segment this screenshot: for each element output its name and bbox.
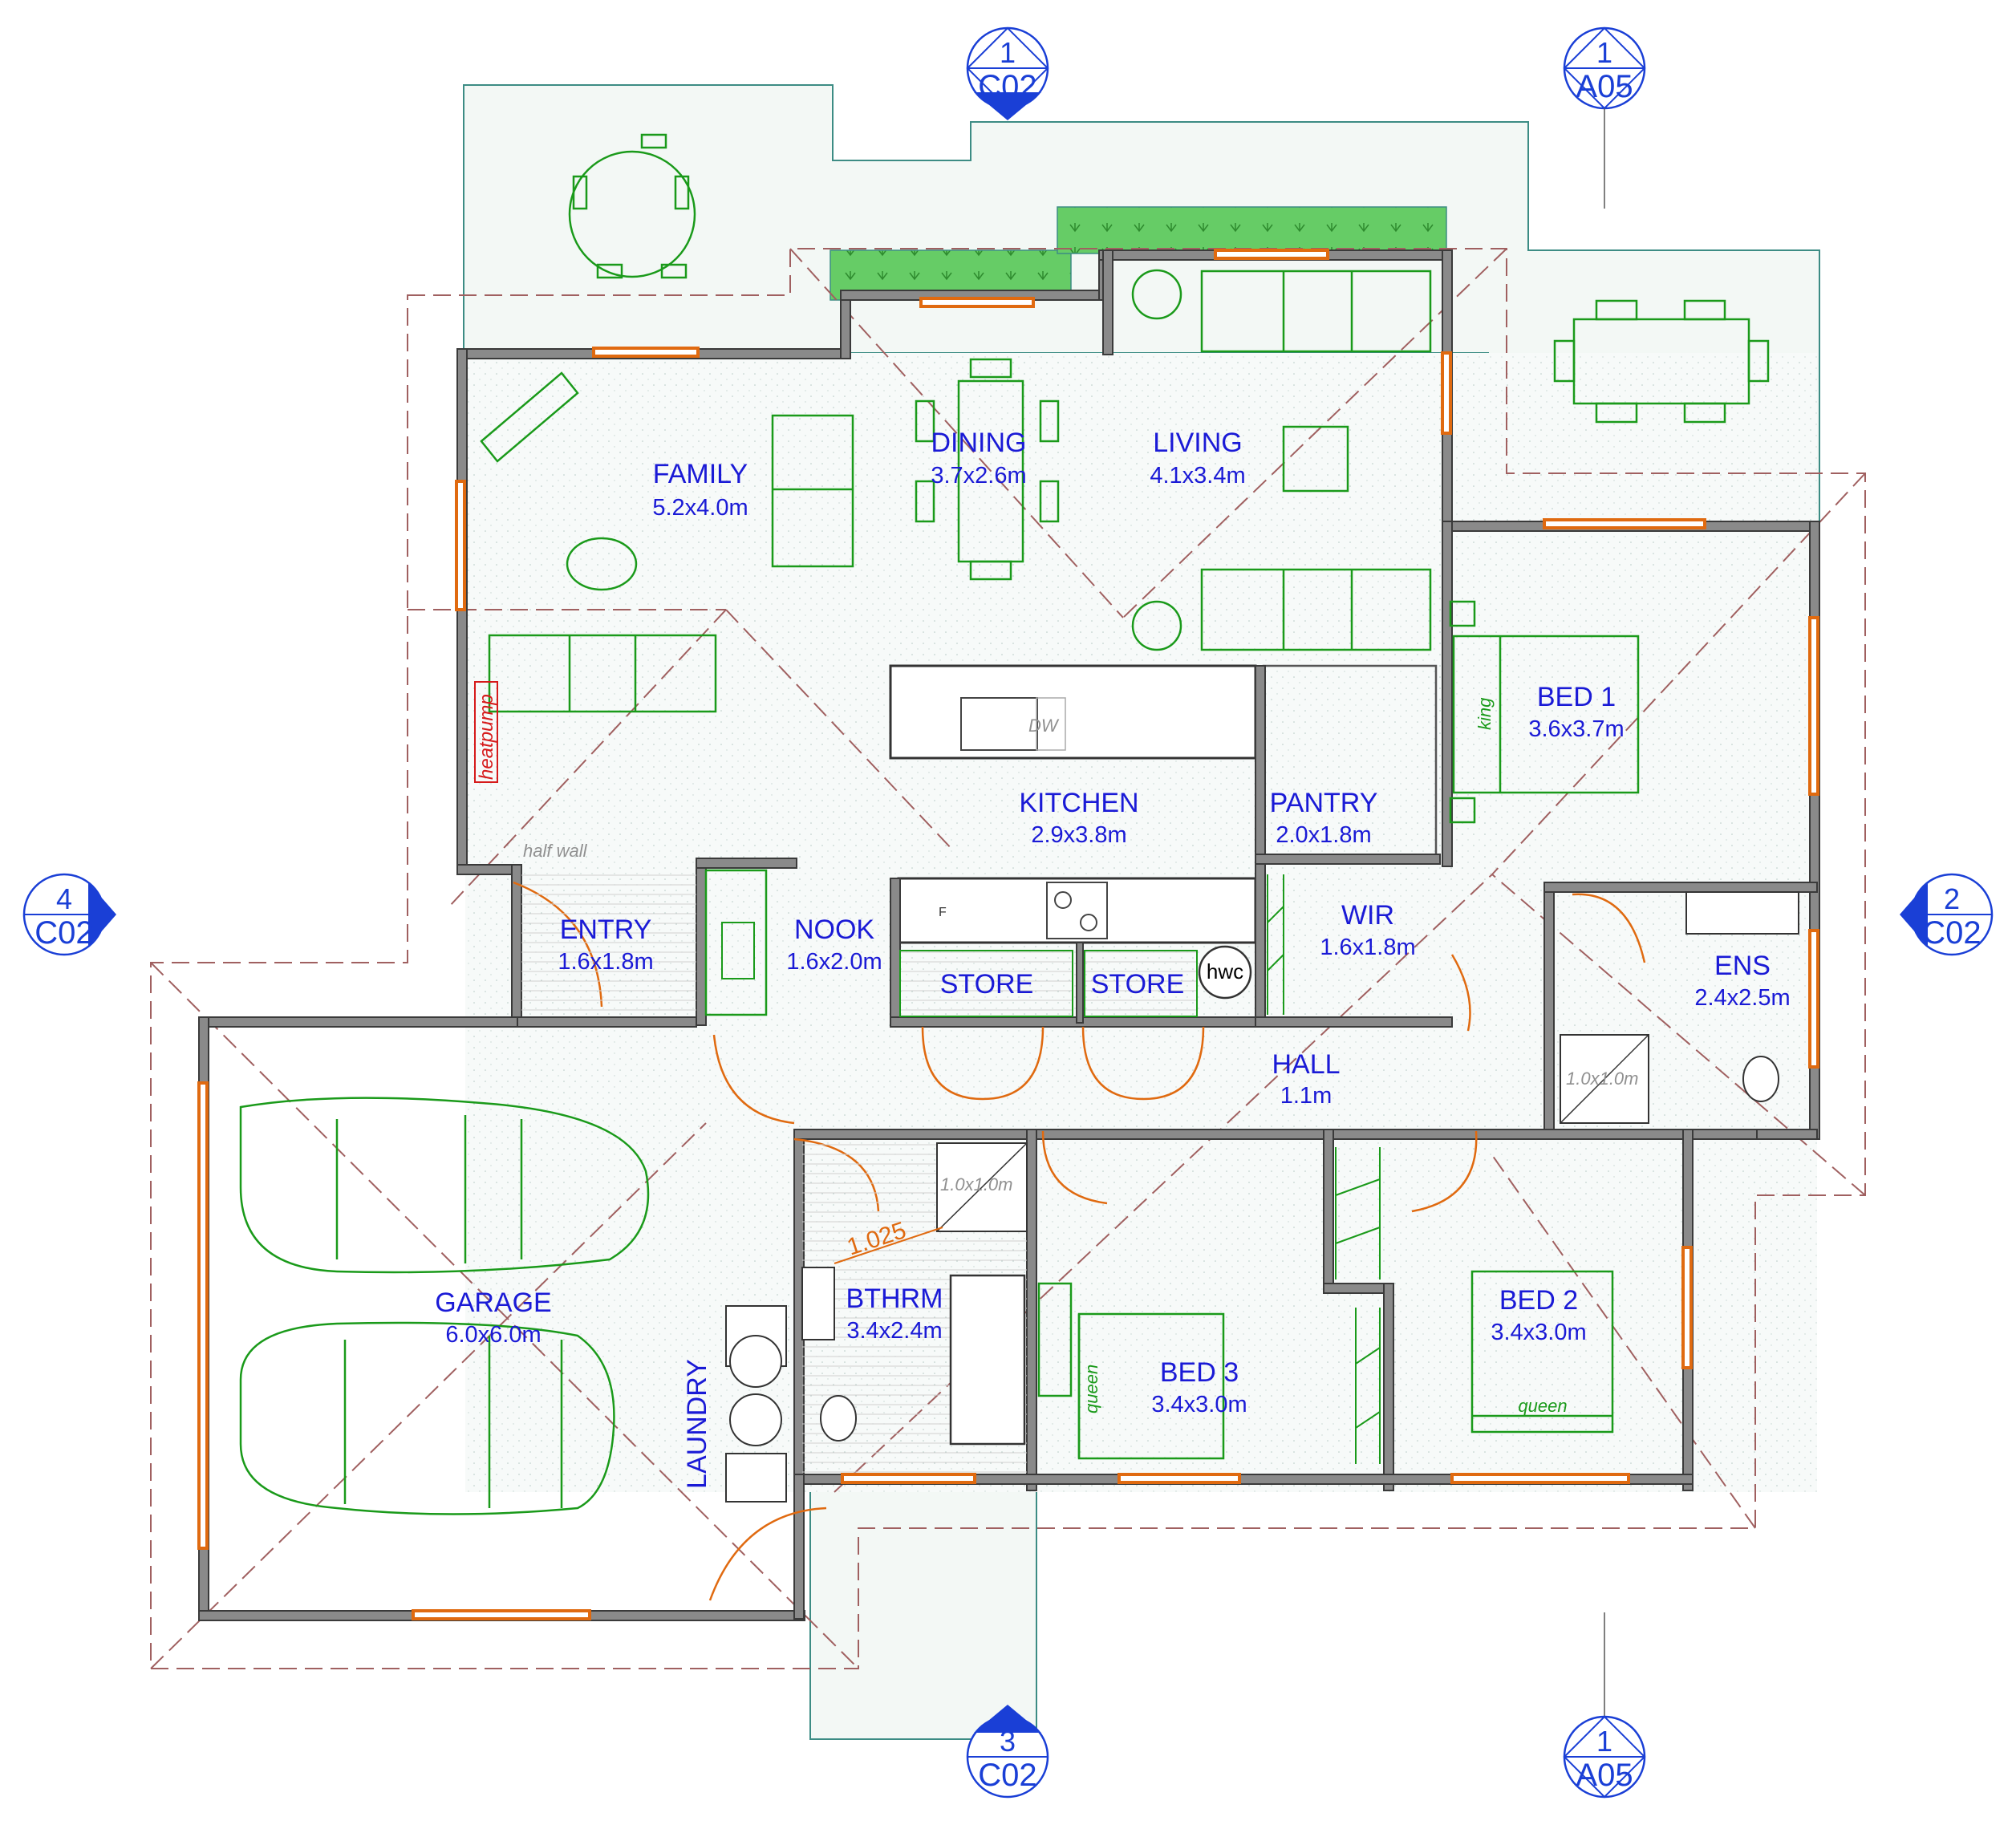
room-name-bed2: BED 2 [1499, 1285, 1578, 1316]
bed3-type: queen [1081, 1365, 1101, 1413]
room-name-bed3: BED 3 [1160, 1357, 1239, 1388]
room-name-pantry: PANTRY [1270, 788, 1378, 818]
shower-bthrm-label: 1.0x1.0m [940, 1174, 1013, 1194]
marker-num: 4 [56, 882, 72, 915]
shower-ens-label: 1.0x1.0m [1566, 1069, 1639, 1089]
room-name-bed1: BED 1 [1537, 682, 1616, 712]
marker-ref: C02 [34, 915, 93, 951]
section-marker-top-c02: 1 C02 [966, 26, 1049, 120]
room-name-garage: GARAGE [435, 1288, 551, 1318]
room-dim-entry: 1.6x1.8m [558, 949, 653, 975]
bed2-type: queen [1518, 1396, 1567, 1416]
marker-ref: A05 [1576, 1758, 1633, 1793]
outdoor-furniture [568, 133, 1770, 424]
room-name-ens: ENS [1714, 951, 1771, 981]
section-marker-top-a05: 1 A05 [1563, 26, 1646, 209]
room-name-laundry: LAUNDRY [682, 1359, 712, 1489]
marker-num: 2 [1944, 882, 1960, 915]
room-name-bthrm: BTHRM [846, 1284, 943, 1314]
room-dim-wir: 1.6x1.8m [1320, 935, 1415, 960]
marker-ref: C02 [978, 1758, 1036, 1793]
room-name-nook: NOOK [794, 914, 874, 945]
half-wall-note: half wall [523, 841, 588, 861]
room-name-wir: WIR [1341, 900, 1394, 931]
marker-num: 1 [1596, 36, 1612, 69]
room-labels: FAMILY 5.2x4.0m DINING 3.7x2.6m LIVING 4… [435, 428, 1790, 1489]
room-name-dining: DINING [931, 428, 1027, 458]
section-marker-right-c02: 2 C02 [1900, 873, 1994, 956]
bed1-type: king [1474, 697, 1495, 730]
car-top [239, 1097, 650, 1274]
car-bottom [239, 1321, 615, 1515]
nook-desk [704, 869, 768, 1016]
section-marker-bottom-a05: 1 A05 [1563, 1612, 1646, 1799]
marker-ref: A05 [1576, 69, 1633, 104]
room-dim-pantry: 2.0x1.8m [1276, 822, 1371, 848]
section-marker-bottom-c02: 3 C02 [966, 1705, 1049, 1799]
room-dim-family: 5.2x4.0m [652, 495, 748, 521]
windows [197, 249, 1819, 1620]
hwc-label: hwc [1207, 959, 1243, 983]
room-name-store-2: STORE [1091, 969, 1185, 1000]
marker-ref: C02 [978, 69, 1036, 104]
room-name-family: FAMILY [653, 459, 748, 489]
heatpump-label: heatpump [476, 694, 497, 780]
fridge-label: F [939, 906, 947, 919]
room-dim-bed3: 3.4x3.0m [1151, 1392, 1247, 1417]
room-dim-bed1: 3.6x3.7m [1528, 716, 1624, 742]
room-dim-bed2: 3.4x3.0m [1491, 1320, 1586, 1345]
room-name-store-1: STORE [940, 969, 1034, 1000]
marker-num: 1 [1596, 1725, 1612, 1758]
room-name-hall: HALL [1272, 1049, 1340, 1080]
room-dim-living: 4.1x3.4m [1150, 463, 1245, 489]
room-dim-nook: 1.6x2.0m [786, 949, 882, 975]
room-dim-bthrm: 3.4x2.4m [846, 1318, 942, 1344]
room-dim-ens: 2.4x2.5m [1694, 985, 1790, 1011]
marker-num: 3 [1000, 1725, 1016, 1758]
dishwasher-label: DW [1028, 716, 1060, 736]
room-dim-hall: 1.1m [1280, 1083, 1332, 1109]
room-name-kitchen: KITCHEN [1019, 788, 1138, 818]
wardrobes [1267, 874, 1381, 1464]
section-marker-left-c02: 4 C02 [22, 873, 116, 956]
room-name-entry: ENTRY [560, 914, 652, 945]
room-dim-dining: 3.7x2.6m [931, 463, 1026, 489]
outdoor-decks [463, 84, 1820, 1740]
marker-num: 1 [1000, 36, 1016, 69]
room-dim-garage: 6.0x6.0m [445, 1322, 541, 1348]
bathroom-fittings [725, 891, 1799, 1503]
kitchen-fittings [899, 697, 1252, 1017]
marker-ref: C02 [1922, 915, 1981, 951]
room-dim-kitchen: 2.9x3.8m [1031, 822, 1126, 848]
room-name-living: LIVING [1153, 428, 1242, 458]
interior-furniture [239, 269, 1640, 1515]
